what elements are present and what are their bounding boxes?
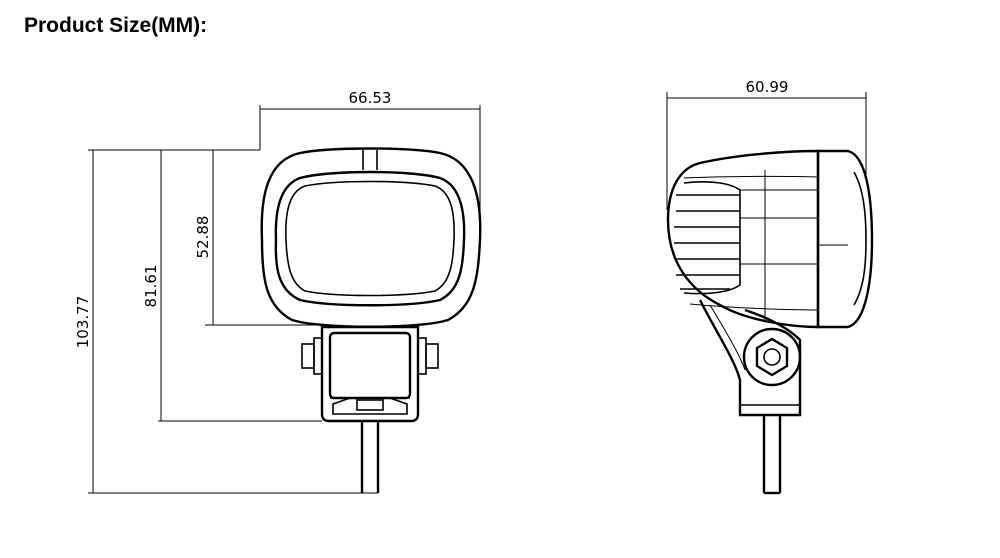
- side-pivot-nut: [755, 337, 789, 377]
- side-depth-label: 60.99: [746, 78, 789, 96]
- front-lens: [285, 180, 455, 297]
- page-title: Product Size(MM):: [24, 14, 208, 37]
- front-lens-height-label: 52.88: [194, 216, 212, 259]
- front-total-height-dimension: 103.77: [74, 149, 378, 494]
- front-body-height-label: 81.61: [142, 265, 160, 308]
- front-view: 66.53 103.77 81.61 52.88: [74, 89, 482, 494]
- side-depth-dimension: 60.99: [666, 78, 867, 210]
- side-front-bezel: [816, 149, 874, 329]
- side-cooling-fins: [674, 181, 741, 295]
- front-width-dimension: 66.53: [259, 89, 481, 235]
- front-lens-bezel: [274, 170, 466, 307]
- side-view: 60.99: [666, 78, 874, 495]
- front-lens-height-dimension: 52.88: [194, 150, 330, 326]
- front-housing-outline: [260, 147, 482, 328]
- front-body-height-dimension: 81.61: [142, 150, 322, 422]
- front-width-label: 66.53: [349, 89, 392, 107]
- front-mounting-bracket: [301, 325, 439, 493]
- front-total-height-label: 103.77: [74, 296, 92, 349]
